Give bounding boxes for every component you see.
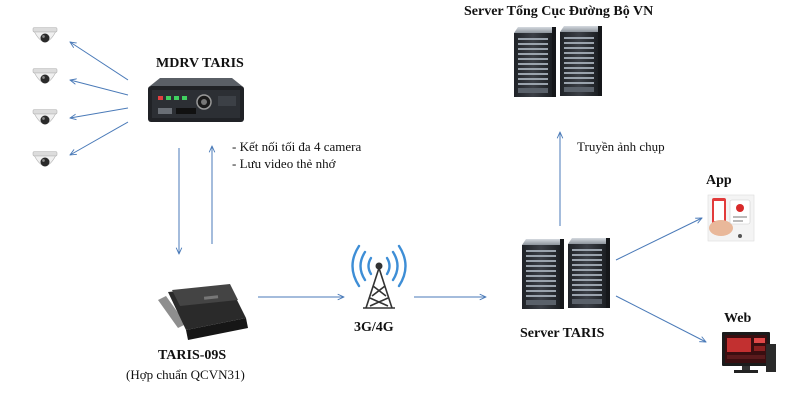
arrow-to-camera-2	[70, 80, 129, 96]
arrow-to-camera-4	[70, 121, 129, 155]
mdrv-device-icon	[148, 78, 244, 122]
network-title: 3G/4G	[354, 320, 394, 335]
taris09s-title: TARIS-09S	[158, 348, 227, 363]
arrow-server-to-app	[615, 218, 702, 261]
server-taris-title: Server TARIS	[520, 326, 605, 341]
camera-note-line2: - Lưu video thẻ nhớ	[232, 156, 336, 171]
mobile-app-icon	[707, 194, 755, 242]
camera-note-line1: - Kết nối tối đa 4 camera	[232, 139, 362, 154]
arrow-to-camera-3	[70, 107, 129, 118]
dome-camera-icon	[32, 151, 58, 167]
taris09s-subtitle: (Hợp chuẩn QCVN31)	[126, 367, 245, 382]
web-title: Web	[724, 311, 752, 326]
dome-camera-icon	[32, 27, 58, 43]
dome-camera-icon	[32, 68, 58, 84]
app-title: App	[706, 173, 732, 188]
desktop-web-icon	[722, 332, 776, 373]
taris09s-device-icon	[158, 284, 248, 340]
server-vn-title: Server Tổng Cục Đường Bộ VN	[464, 4, 654, 19]
dome-camera-icon	[32, 109, 58, 125]
upload-note: Truyền ảnh chụp	[577, 139, 665, 154]
server-taris-icon	[522, 238, 610, 309]
arrow-server-to-web	[615, 295, 706, 342]
cell-tower-icon	[351, 244, 407, 309]
server-vn-icon	[514, 26, 602, 97]
arrow-to-camera-1	[70, 42, 129, 81]
mdrv-title: MDRV TARIS	[156, 56, 244, 71]
